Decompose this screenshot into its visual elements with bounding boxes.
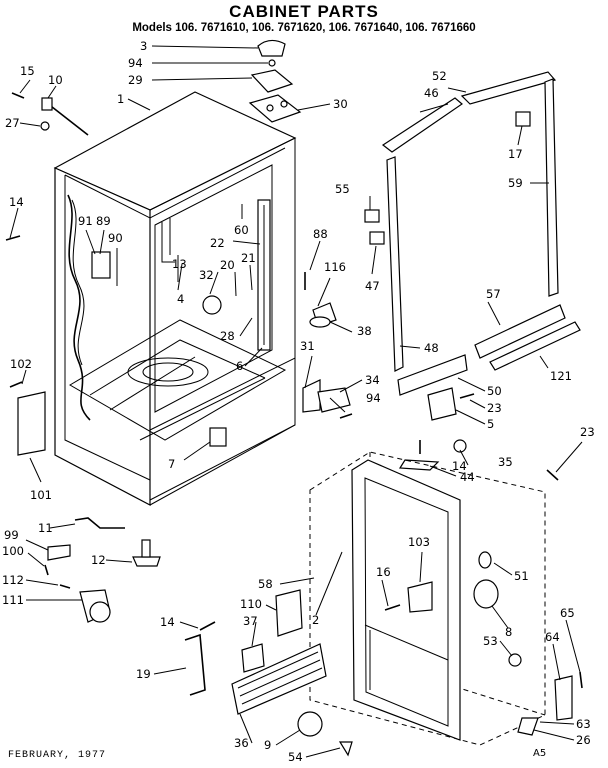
part-label: 59 xyxy=(508,176,523,190)
models-subtitle: Models 106. 7671610, 106. 7671620, 106. … xyxy=(132,22,476,34)
part-label: 23 xyxy=(487,401,502,415)
part-label: 28 xyxy=(220,329,235,343)
part-label: 44 xyxy=(460,470,475,484)
part-label: 110 xyxy=(240,597,262,611)
part-label: 8 xyxy=(505,625,512,639)
part-label: 3 xyxy=(140,39,147,53)
part-label: 31 xyxy=(300,339,315,353)
part-label: 60 xyxy=(234,223,249,237)
part-label: 111 xyxy=(2,593,24,607)
part-label: 17 xyxy=(508,147,523,161)
part-label: 65 xyxy=(560,606,575,620)
part-label: 53 xyxy=(483,634,498,648)
part-label: 1 xyxy=(117,92,124,106)
part-label: 10 xyxy=(48,73,63,87)
middle-small-parts xyxy=(9,209,559,623)
part-label: 48 xyxy=(424,341,439,355)
part-label: 2 xyxy=(312,613,319,627)
cabinet-shell xyxy=(5,91,297,506)
part-label: 16 xyxy=(376,565,391,579)
part-label: 52 xyxy=(432,69,447,83)
part-label: 6 xyxy=(236,359,243,373)
part-label: 89 xyxy=(96,214,111,228)
part-label: 64 xyxy=(545,630,560,644)
part-label: 51 xyxy=(514,569,529,583)
part-label: 116 xyxy=(324,260,346,274)
part-label: 101 xyxy=(30,488,52,502)
part-label: 27 xyxy=(5,116,20,130)
part-label: 21 xyxy=(241,251,256,265)
part-label: 38 xyxy=(357,324,372,338)
part-label: 15 xyxy=(20,64,35,78)
part-label: 50 xyxy=(487,384,502,398)
part-label: 29 xyxy=(128,73,143,87)
part-label: 54 xyxy=(288,750,303,764)
part-label: 88 xyxy=(313,227,328,241)
part-label: 46 xyxy=(424,86,439,100)
leader-lines xyxy=(9,45,583,758)
part-label: 55 xyxy=(335,182,350,196)
part-label: 14 xyxy=(160,615,175,629)
part-label: 13 xyxy=(172,257,187,271)
part-label: 47 xyxy=(365,279,380,293)
part-label: 63 xyxy=(576,717,591,731)
part-label: 9 xyxy=(264,738,271,752)
gasket-frame xyxy=(381,71,581,396)
part-label: 121 xyxy=(550,369,572,383)
part-label: 35 xyxy=(498,455,513,469)
footer-code: A5 xyxy=(533,748,547,759)
part-label: 4 xyxy=(177,292,184,306)
part-label: 34 xyxy=(365,373,380,387)
footer-date: FEBRUARY, 1977 xyxy=(8,750,107,761)
part-label: 5 xyxy=(487,417,494,431)
part-label: 30 xyxy=(333,97,348,111)
part-label: 23 xyxy=(580,425,595,439)
part-label: 94 xyxy=(366,391,381,405)
part-number-labels: 3 94 29 30 1 15 10 27 52 46 17 59 55 88 … xyxy=(2,39,595,764)
part-label: 112 xyxy=(2,573,24,587)
part-label: 26 xyxy=(576,733,591,747)
part-label: 19 xyxy=(136,667,151,681)
part-label: 14 xyxy=(452,459,467,473)
part-label: 103 xyxy=(408,535,430,549)
part-label: 32 xyxy=(199,268,214,282)
part-label: 12 xyxy=(91,553,106,567)
part-label: 94 xyxy=(128,56,143,70)
part-label: 22 xyxy=(210,236,225,250)
part-label: 36 xyxy=(234,736,249,750)
part-label: 99 xyxy=(4,528,19,542)
part-label: 100 xyxy=(2,544,24,558)
part-label: 7 xyxy=(168,457,175,471)
upper-hinge-parts xyxy=(248,39,302,123)
part-label: 57 xyxy=(486,287,501,301)
part-label: 20 xyxy=(220,258,235,272)
lower-cabinet xyxy=(184,451,583,757)
part-label: 14 xyxy=(9,195,24,209)
part-label: 11 xyxy=(38,521,53,535)
part-label: 90 xyxy=(108,231,123,245)
page-title: CABINET PARTS xyxy=(229,2,379,21)
part-label: 102 xyxy=(10,357,32,371)
part-label: 58 xyxy=(258,577,273,591)
part-label: 91 xyxy=(78,214,93,228)
part-label: 37 xyxy=(243,614,258,628)
